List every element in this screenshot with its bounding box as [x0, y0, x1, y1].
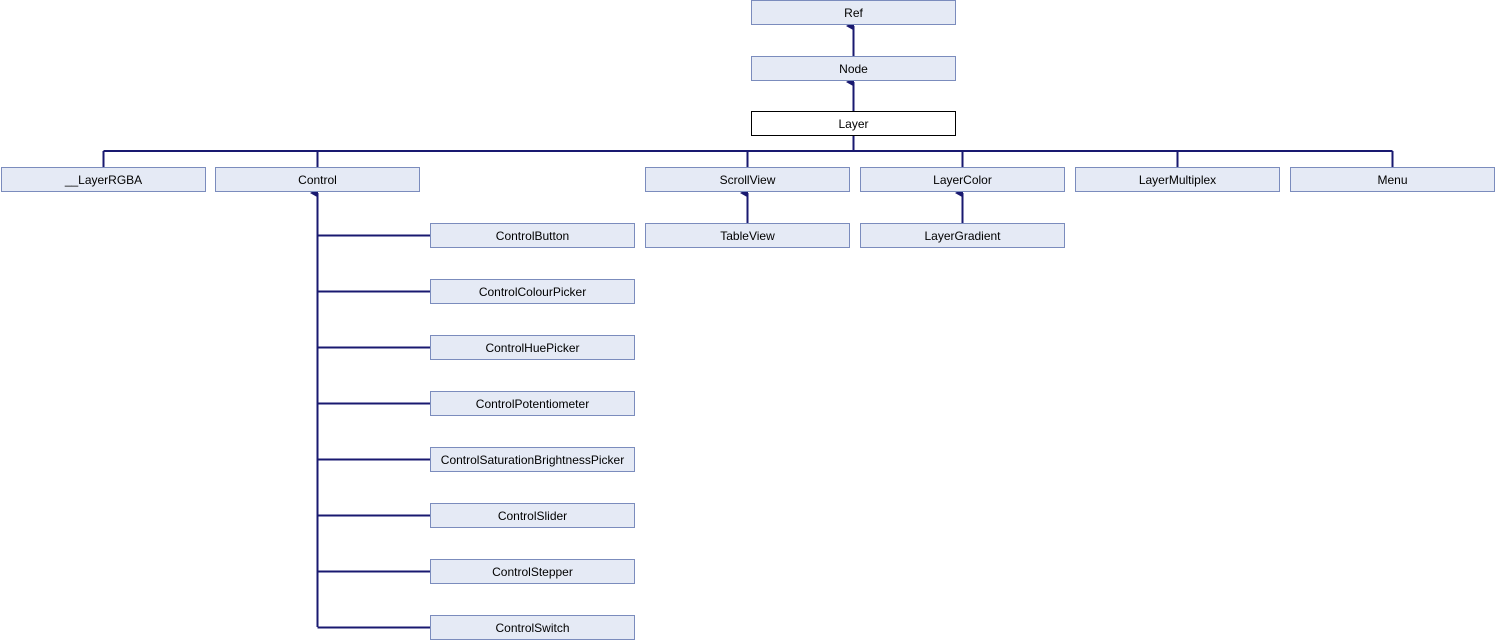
class-node-label: Ref — [844, 5, 863, 20]
class-node-control[interactable]: Control — [215, 167, 420, 192]
class-node-label: ControlSaturationBrightnessPicker — [440, 452, 625, 467]
class-node-ref[interactable]: Ref — [751, 0, 956, 25]
class-node-ctrlsatbri[interactable]: ControlSaturationBrightnessPicker — [430, 447, 635, 472]
class-node-ctrlslider[interactable]: ControlSlider — [430, 503, 635, 528]
class-node-label: LayerGradient — [924, 228, 1001, 243]
class-node-label: Layer — [838, 116, 869, 131]
class-node-ctrlstep[interactable]: ControlStepper — [430, 559, 635, 584]
class-node-node[interactable]: Node — [751, 56, 956, 81]
class-node-ctrlhue[interactable]: ControlHuePicker — [430, 335, 635, 360]
class-node-label: LayerMultiplex — [1138, 172, 1217, 187]
class-node-label: ScrollView — [719, 172, 776, 187]
class-node-ctrlcolour[interactable]: ControlColourPicker — [430, 279, 635, 304]
class-node-label: ControlSwitch — [495, 620, 570, 635]
class-node-ctrlbutton[interactable]: ControlButton — [430, 223, 635, 248]
class-node-label: ControlColourPicker — [478, 284, 587, 299]
class-node-layergrad[interactable]: LayerGradient — [860, 223, 1065, 248]
class-node-menu[interactable]: Menu — [1290, 167, 1495, 192]
class-node-label: TableView — [720, 228, 775, 243]
class-node-label: ControlButton — [495, 228, 570, 243]
class-node-label: ControlHuePicker — [485, 340, 580, 355]
class-node-layercolor[interactable]: LayerColor — [860, 167, 1065, 192]
class-node-ctrlpot[interactable]: ControlPotentiometer — [430, 391, 635, 416]
class-node-label: ControlPotentiometer — [475, 396, 590, 411]
class-node-label: Control — [298, 172, 337, 187]
class-node-tableview[interactable]: TableView — [645, 223, 850, 248]
class-node-layer[interactable]: Layer — [751, 111, 956, 136]
class-node-label: Menu — [1377, 172, 1408, 187]
class-node-label: LayerColor — [933, 172, 992, 187]
class-node-layerrgba[interactable]: __LayerRGBA — [1, 167, 206, 192]
class-node-scrollview[interactable]: ScrollView — [645, 167, 850, 192]
class-node-label: ControlSlider — [497, 508, 568, 523]
class-node-ctrlswitch[interactable]: ControlSwitch — [430, 615, 635, 640]
class-node-layermulti[interactable]: LayerMultiplex — [1075, 167, 1280, 192]
class-node-label: __LayerRGBA — [64, 172, 143, 187]
class-node-label: ControlStepper — [492, 564, 573, 579]
class-node-label: Node — [839, 61, 868, 76]
